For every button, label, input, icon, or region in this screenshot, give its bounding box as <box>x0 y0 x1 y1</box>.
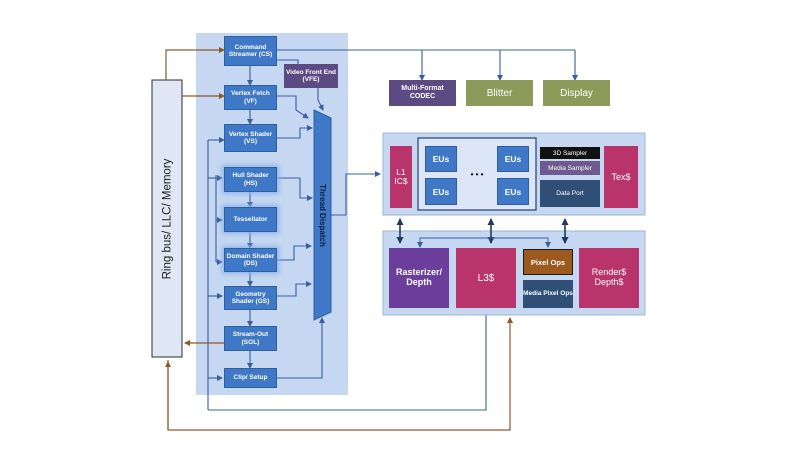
data-port[interactable]: Data Port <box>540 180 600 207</box>
stream-out-label: Stream-Out (SOL) <box>232 331 269 346</box>
tessellator-label: Tessellator <box>233 215 268 223</box>
pixel-ops-label: Pixel Ops <box>530 257 566 267</box>
eu-block-3[interactable]: EUs <box>425 178 457 205</box>
eu-ellipsis: • • • <box>460 166 494 182</box>
data-links <box>207 49 578 411</box>
blitter[interactable]: Blitter <box>466 80 533 106</box>
eu-ellipsis-text: • • • <box>470 169 484 179</box>
thread-dispatch-block <box>313 109 332 321</box>
command-streamer-label: Command Streamer (CS) <box>228 43 273 58</box>
rasterizer-label: Rasterizer/ Depth <box>395 267 443 287</box>
display-label: Display <box>560 87 593 99</box>
eu-block-1[interactable]: EUs <box>425 146 457 172</box>
l3-label: L3$ <box>477 272 495 284</box>
eu-block-2[interactable]: EUs <box>497 146 529 172</box>
blitter-label: Blitter <box>486 87 513 99</box>
geometry-shader[interactable]: Geometry Shader (GS) <box>224 286 277 310</box>
ring-bus-label-container: Ring bus/ LLC/ Memory <box>152 80 182 357</box>
ring-bus-rail <box>151 79 183 358</box>
stream-out[interactable]: Stream-Out (SOL) <box>224 326 277 351</box>
l3-cache[interactable]: L3$ <box>456 248 516 308</box>
texture-cache[interactable]: Tex$ <box>604 146 638 208</box>
thread-dispatch-label-container: Thread Dispatch <box>314 118 331 312</box>
vertex-fetch[interactable]: Vertex Fetch (VF) <box>224 85 277 110</box>
tessellator[interactable]: Tessellator <box>224 207 277 232</box>
command-streamer[interactable]: Command Streamer (CS) <box>224 36 277 66</box>
media-pixel-ops-label: Media Pixel Ops <box>523 290 573 298</box>
thread-dispatch-label: Thread Dispatch <box>318 183 327 247</box>
eu-label-2: EUs <box>504 154 522 164</box>
sampler-3d[interactable]: 3D Sampler <box>540 147 600 159</box>
geometry-shader-label: Geometry Shader (GS) <box>231 290 270 305</box>
render-label: Render$ Depth$ <box>591 267 627 287</box>
eu-label-3: EUs <box>432 186 450 197</box>
hull-shader[interactable]: Hull Shader (HS) <box>224 167 277 192</box>
video-front-end-label: Video Front End (VFE) <box>285 68 337 83</box>
media-sampler-label: Media Sampler <box>548 164 592 172</box>
codec-label: Multi-Format CODEC <box>401 85 444 100</box>
tex-label: Tex$ <box>611 172 631 182</box>
domain-shader-label: Domain Shader (DS) <box>226 252 275 267</box>
ring-bus-label: Ring bus/ LLC/ Memory <box>161 158 174 279</box>
vertex-fetch-label: Vertex Fetch (VF) <box>231 90 270 105</box>
l1-instruction-cache[interactable]: L1 IC$ <box>390 146 412 208</box>
media-sampler[interactable]: Media Sampler <box>540 161 600 175</box>
clip-setup[interactable]: Clip/ Setup <box>224 368 277 388</box>
vertex-shader-label: Vertex Shader (VS) <box>228 130 273 145</box>
backend-links <box>417 237 551 248</box>
render-depth-cache[interactable]: Render$ Depth$ <box>579 248 639 308</box>
eu-label-1: EUs <box>432 154 450 164</box>
eu-block-4[interactable]: EUs <box>497 178 529 205</box>
display[interactable]: Display <box>543 80 610 106</box>
sampler-3d-label: 3D Sampler <box>552 149 588 157</box>
pixel-ops[interactable]: Pixel Ops <box>523 249 573 275</box>
rasterizer-depth[interactable]: Rasterizer/ Depth <box>389 248 449 308</box>
eu-label-4: EUs <box>504 186 522 197</box>
domain-shader[interactable]: Domain Shader (DS) <box>224 248 277 272</box>
memory-links <box>165 47 513 431</box>
media-pixel-ops[interactable]: Media Pixel Ops <box>523 280 573 308</box>
video-front-end[interactable]: Video Front End (VFE) <box>284 64 338 88</box>
l1-label: L1 IC$ <box>394 166 408 186</box>
hull-shader-label: Hull Shader (HS) <box>232 172 269 187</box>
data-port-label: Data Port <box>556 190 584 197</box>
vertex-shader[interactable]: Vertex Shader (VS) <box>224 124 277 152</box>
clip-setup-label: Clip/ Setup <box>233 374 268 382</box>
slice-interconnect <box>396 218 569 244</box>
multi-format-codec[interactable]: Multi-Format CODEC <box>389 80 456 106</box>
